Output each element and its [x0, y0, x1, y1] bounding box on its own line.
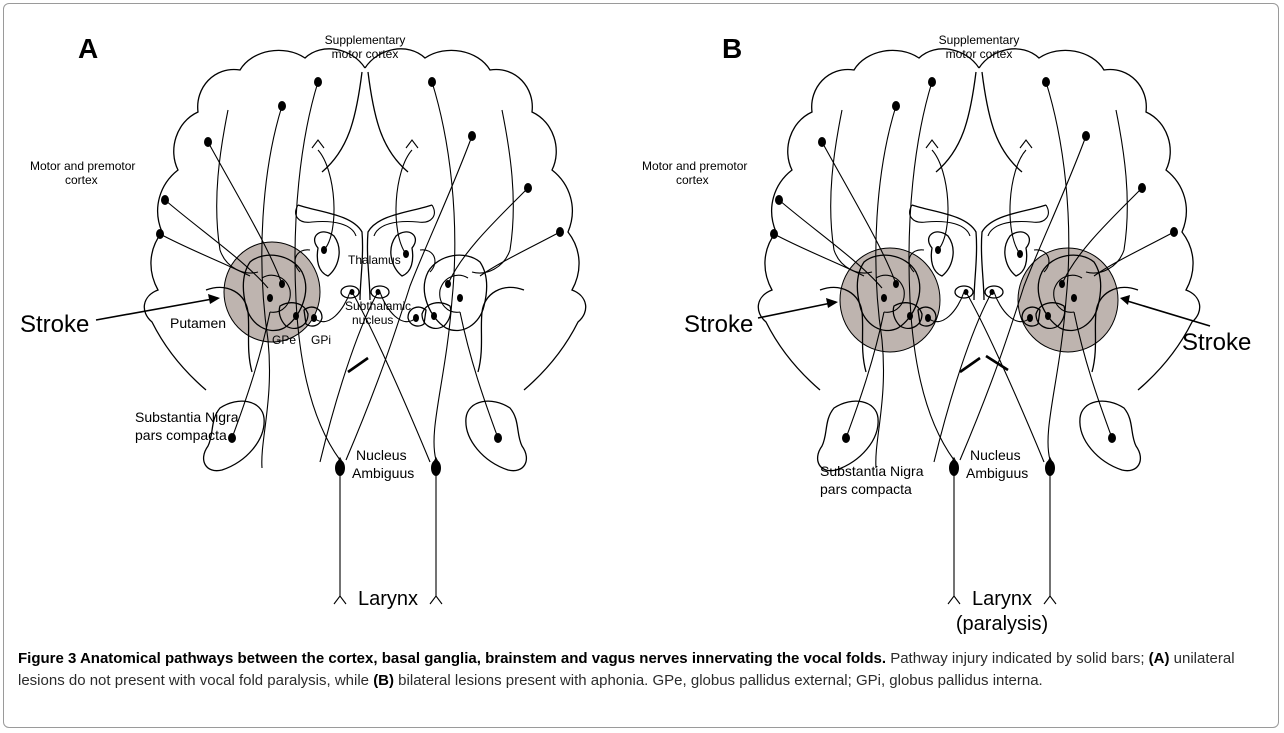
caption-ref-a: (A)	[1149, 650, 1170, 667]
panel-b-stroke-arrow-left	[758, 302, 836, 318]
panel-b-label-larynx-paralysis: (paralysis)	[956, 613, 1048, 635]
panel-b-stroke-arrowhead-right	[1120, 295, 1130, 305]
panel-b-label-stroke-right: Stroke	[1182, 329, 1251, 356]
panel-a-label-nucleus-1: Nucleus	[356, 447, 407, 463]
panel-a-label-supplementary-2: motor cortex	[332, 47, 399, 61]
panel-a-label-putamen: Putamen	[170, 315, 226, 331]
panel-a-label-motor-1: Motor and premotor	[30, 159, 135, 173]
panel-a-label-supplementary-1: Supplementary	[325, 33, 406, 47]
panel-a-label-gpe: GPe	[272, 333, 296, 347]
panel-a-label-thalamus: Thalamus	[348, 253, 401, 267]
figure-diagram: A Supplementary motor cortex Motor and p…	[0, 0, 1284, 640]
panel-b-stroke-arrow-right	[1124, 300, 1210, 326]
panel-b-label-motor-1: Motor and premotor	[642, 159, 747, 173]
panel-a-label-nucleus-2: Ambiguus	[352, 465, 414, 481]
caption-ref-b: (B)	[373, 672, 394, 689]
caption-title: Figure 3 Anatomical pathways between the…	[18, 650, 886, 667]
panel-b: B Supplementary motor cortex Motor and p…	[642, 33, 1251, 635]
panel-a-stroke-arrowhead	[208, 294, 220, 304]
panel-a-label-stroke: Stroke	[20, 311, 89, 338]
panel-a-label-subthalamic-1: Subthalamic	[345, 299, 411, 313]
panel-a-letter: A	[78, 33, 98, 64]
panel-a-label-substantia-1: Substantia Nigra	[135, 409, 239, 425]
caption-text-3: bilateral lesions present with aphonia. …	[394, 672, 1043, 689]
panel-b-stroke-arrowhead-left	[826, 298, 838, 308]
panel-b-label-motor-2: cortex	[676, 173, 709, 187]
panel-b-label-nucleus-1: Nucleus	[970, 447, 1021, 463]
panel-a-label-larynx: Larynx	[358, 588, 418, 610]
panel-a-label-motor-2: cortex	[65, 173, 98, 187]
figure-caption: Figure 3 Anatomical pathways between the…	[18, 648, 1268, 692]
panel-b-letter: B	[722, 33, 742, 64]
panel-b-label-nucleus-2: Ambiguus	[966, 465, 1028, 481]
panel-b-label-stroke-left: Stroke	[684, 311, 753, 338]
panel-a-injury-bar	[348, 358, 368, 372]
panel-a-label-subthalamic-2: nucleus	[352, 313, 393, 327]
panel-a-label-gpi: GPi	[311, 333, 331, 347]
panel-a-label-substantia-2: pars compacta	[135, 427, 227, 443]
panel-b-label-substantia-1: Substantia Nigra	[820, 463, 924, 479]
panel-b-label-substantia-2: pars compacta	[820, 481, 912, 497]
panel-b-stroke-lesion-left	[840, 248, 940, 352]
panel-b-label-supplementary-1: Supplementary	[939, 33, 1020, 47]
panel-b-brain-diagram	[758, 49, 1199, 604]
panel-b-label-supplementary-2: motor cortex	[946, 47, 1013, 61]
panel-b-label-larynx: Larynx	[972, 588, 1032, 610]
caption-text-1: Pathway injury indicated by solid bars;	[886, 650, 1149, 667]
panel-a: A Supplementary motor cortex Motor and p…	[20, 33, 586, 610]
